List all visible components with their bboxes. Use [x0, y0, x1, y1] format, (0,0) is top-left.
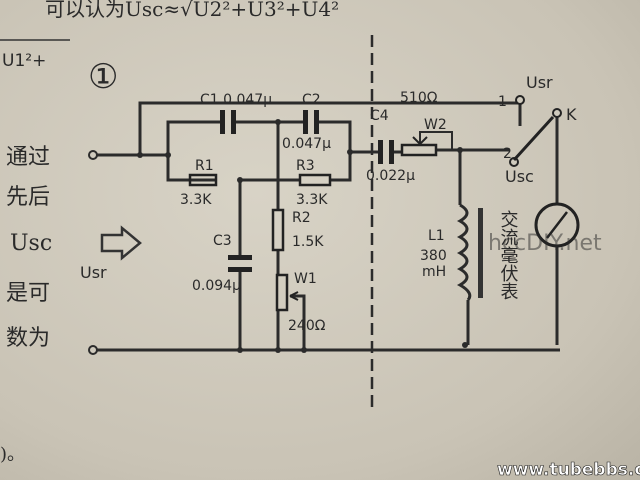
- millivoltmeter-icon: [534, 202, 580, 248]
- potentiometer-w2: [400, 143, 438, 157]
- label-usr-input: Usr: [80, 263, 107, 282]
- label-usc: Usc: [505, 167, 534, 186]
- label-terminal-1: 1: [498, 94, 507, 110]
- side-text: 通过 先后 Usc 是可 数为: [6, 145, 52, 351]
- side-text-line: Usc: [10, 231, 52, 256]
- label-c1: C1 0.047μ: [200, 92, 272, 108]
- side-text-line: 先后: [6, 185, 50, 210]
- label-r3-value: 3.3K: [296, 192, 328, 208]
- margin-formula: U1²+: [2, 51, 46, 71]
- label-l1-unit: mH: [422, 264, 446, 280]
- label-w2-value: 510Ω: [400, 90, 438, 106]
- capacitor-c2: [303, 110, 319, 134]
- header-text: 可以认为Usc≈√U2²+U3²+U4²: [45, 0, 339, 21]
- side-text-line: 是可: [6, 281, 50, 306]
- label-switch-k: K: [566, 105, 577, 124]
- watermark-hccdiy: hccDIY.net: [488, 231, 602, 256]
- label-l1: L1: [428, 228, 445, 244]
- label-w2: W2: [424, 117, 447, 133]
- potentiometer-w1: [275, 273, 289, 312]
- input-terminals: [88, 150, 98, 355]
- wiper-arrow-icon: [289, 291, 299, 301]
- label-r2-value: 1.5K: [292, 234, 324, 250]
- label-l1-value: 380: [420, 248, 447, 264]
- resistor-r2: [271, 208, 285, 252]
- signal-arrow-icon: [100, 225, 142, 261]
- label-r3: R3: [296, 158, 315, 174]
- watermark-tubebbs: www.tubebbs.com: [497, 460, 640, 480]
- label-terminal-2: 2: [503, 146, 512, 162]
- junction-dots: [137, 119, 468, 353]
- label-c4-value: 0.022μ: [366, 168, 415, 184]
- capacitor-c3: [228, 255, 252, 272]
- component-labels: C1 0.047μ C2 0.047μ R1 3.3K R3 3.3K C3 0…: [80, 73, 577, 334]
- label-c2-value: 0.047μ: [282, 136, 331, 152]
- bottom-fragment: )。: [0, 444, 25, 465]
- label-w1: W1: [294, 271, 317, 287]
- label-c3: C3: [213, 233, 232, 249]
- capacitor-c1: [220, 110, 236, 134]
- label-w1-value: 240Ω: [288, 318, 326, 334]
- wires: [95, 35, 560, 410]
- label-usr-top: Usr: [526, 73, 553, 92]
- resistor-r1: [188, 173, 218, 187]
- figure-number: ①: [88, 57, 118, 97]
- wiper-arrow-icon: [412, 136, 428, 146]
- side-text-line: 数为: [6, 326, 50, 351]
- label-meter: 交流毫伏表: [498, 210, 519, 300]
- switch-k[interactable]: [509, 95, 562, 167]
- side-text-line: 通过: [6, 145, 50, 170]
- label-r1-value: 3.3K: [180, 192, 212, 208]
- label-c2: C2: [302, 92, 321, 108]
- label-c4: C4: [370, 108, 389, 124]
- inductor-core: [478, 208, 483, 298]
- resistor-r3: [298, 173, 332, 187]
- label-c3-value: 0.094μ: [192, 278, 241, 294]
- label-r1: R1: [195, 158, 214, 174]
- capacitor-c4: [378, 140, 394, 164]
- label-r2: R2: [292, 210, 311, 226]
- inductor-l1: [456, 203, 472, 301]
